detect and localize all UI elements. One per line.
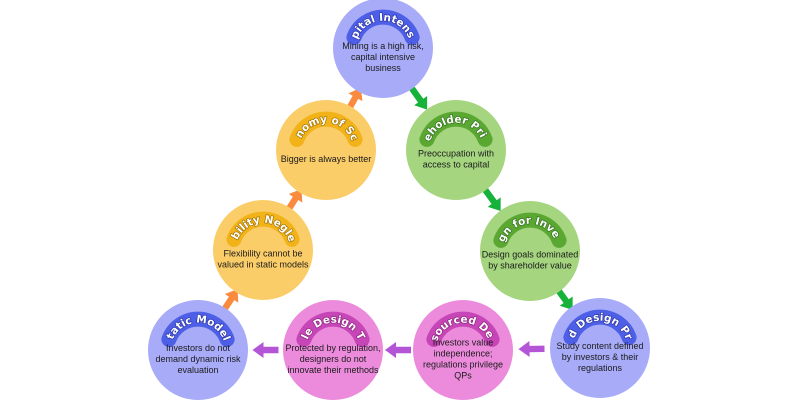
arrow-shape — [385, 342, 411, 358]
node-title-band — [346, 9, 420, 45]
node-shareholder-primacy: Shareholder PrimacyPreoccupation withacc… — [406, 100, 506, 200]
node-stale-design-task: Stale Design TaskProtected by regulation… — [283, 300, 383, 400]
node-description-line: regulations privilege — [423, 360, 503, 370]
node-description: Protected by regulation,designers do not… — [285, 343, 380, 375]
node-title-band — [296, 311, 370, 347]
arrow-shape — [518, 341, 545, 358]
arrow-design-for-investors-to-codified-design-products — [554, 287, 573, 311]
arrow-stale-design-task-to-static-models — [252, 342, 279, 358]
node-description-line: Mining is a high risk, — [342, 41, 424, 51]
node-description-line: Study content defined — [556, 341, 643, 351]
arrow-shape — [284, 188, 303, 213]
node-description-line: business — [365, 63, 401, 73]
arrow-shape — [554, 287, 573, 311]
node-layer: Capital IntensityMining is a high risk,c… — [148, 0, 650, 400]
arrow-shape — [345, 87, 363, 112]
node-description-line: Design goals dominated — [482, 250, 579, 260]
node-title-band — [161, 311, 235, 347]
arrow-shape — [482, 188, 501, 211]
node-outsourced-design: Outsourced DesignInvestors valueindepend… — [413, 300, 513, 400]
node-description-line: independence; — [433, 349, 492, 359]
node-description-line: designers do not — [300, 354, 367, 364]
node-description: Bigger is always better — [281, 154, 372, 164]
node-description-line: Investors value — [433, 338, 494, 348]
node-description-line: by shareholder value — [488, 261, 572, 271]
node-description-line: Protected by regulation, — [285, 343, 380, 353]
node-description-line: by investors & their — [562, 352, 639, 362]
node-flexibility-neglected: Flexibility NeglectedFlexibility cannot … — [213, 200, 313, 300]
arrow-static-models-to-flexibility-neglected — [220, 289, 239, 313]
node-title-band — [289, 111, 363, 147]
node-description-line: Preoccupation with — [418, 149, 494, 159]
arrow-shape — [252, 342, 279, 358]
arrow-codified-design-products-to-outsourced-design — [518, 341, 545, 358]
arrow-shape — [220, 289, 239, 313]
node-description-line: capital intensive — [351, 52, 415, 62]
arrow-economy-of-scale-to-capital-intensity — [345, 87, 363, 112]
arrow-capital-intensity-to-shareholder-primacy — [409, 86, 428, 110]
node-description-line: QPs — [454, 371, 472, 381]
node-title-band — [226, 211, 300, 247]
node-description-line: Flexibility cannot be — [223, 249, 302, 259]
arrow-flexibility-neglected-to-economy-of-scale — [284, 188, 303, 213]
node-economy-of-scale: Economy of ScaleBigger is always better — [276, 100, 376, 200]
arrow-shareholder-primacy-to-design-for-investors — [482, 188, 501, 211]
node-description-line: regulations — [578, 363, 623, 373]
node-title-band — [426, 311, 500, 347]
node-title-band — [419, 111, 493, 147]
node-description-line: demand dynamic risk — [155, 354, 241, 364]
node-capital-intensity: Capital IntensityMining is a high risk,c… — [333, 0, 433, 98]
node-codified-design-products: Codified Design ProductsStudy content de… — [550, 298, 650, 398]
node-design-for-investors: Design for InvestorsDesign goals dominat… — [480, 201, 580, 301]
arrow-layer — [220, 86, 573, 358]
node-description-line: access to capital — [423, 160, 490, 170]
node-description-line: Investors do not — [166, 343, 231, 353]
node-title-band — [563, 309, 637, 345]
node-description-line: valued in static models — [217, 260, 309, 270]
node-title-band — [493, 212, 567, 248]
node-description-line: Bigger is always better — [281, 154, 372, 164]
node-description-line: evaluation — [177, 365, 218, 375]
node-description-line: innovate their methods — [287, 365, 379, 375]
arrow-shape — [409, 86, 428, 110]
arrow-outsourced-design-to-stale-design-task — [385, 342, 411, 358]
